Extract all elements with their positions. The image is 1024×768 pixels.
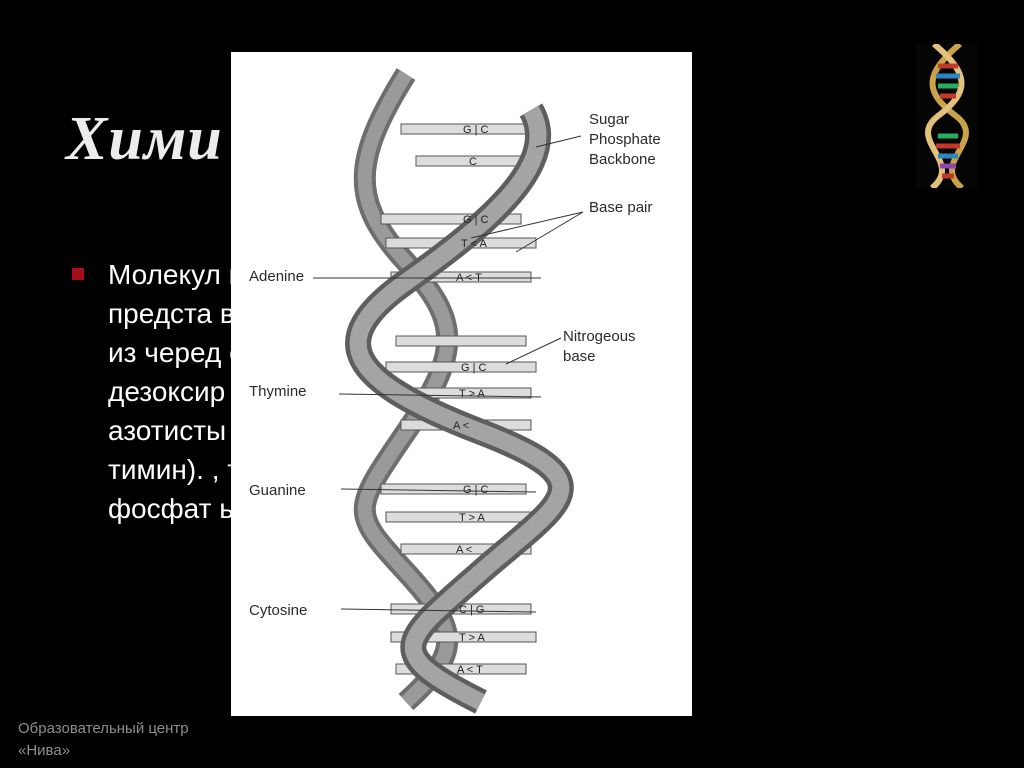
base-pair-callout: Base pair [589,199,652,216]
footer: Образовательный центр «Нива» [18,718,189,762]
base-pair-label: G | C [461,362,487,374]
sugar-label: Sugar [589,111,629,128]
footer-line: «Нива» [18,742,71,759]
base-pair-label: T > A [459,512,485,524]
base-pair-label: T > A [459,388,485,400]
slide-title: Хими [66,105,223,173]
base-pair-label: A < T [457,664,483,676]
base-pair-label: G | C [463,484,489,496]
guanine-label: Guanine [249,482,306,499]
base-pair-label: T > A [459,632,485,644]
nitrogeous-label: Nitrogeous [563,328,636,345]
footer-line: Образовательный центр [18,720,189,737]
base-pair-label: T < A [461,238,487,250]
dna-logo [916,41,978,191]
base-pair-label: C | G [459,604,484,616]
base-pair-label: A < [453,420,469,432]
base-pair-label: G | C [463,124,489,136]
cytosine-label: Cytosine [249,602,307,619]
adenine-label: Adenine [249,268,304,285]
thymine-label: Thymine [249,383,307,400]
bullet-marker [72,268,84,280]
base-pair-letters: G | C C G | C T < A A < T G | C T > A A … [453,124,489,676]
leader-lines [313,135,584,613]
base-pair-label: C [469,156,477,168]
base-pair-label: G | C [463,214,489,226]
dna-diagram: G | C C G | C T < A A < T G | C T > A A … [231,52,692,716]
base-pair-label: A < [456,544,472,556]
nitrogeous-label: base [563,348,596,365]
sugar-label: Backbone [589,151,656,168]
sugar-label: Phosphate [589,131,661,148]
